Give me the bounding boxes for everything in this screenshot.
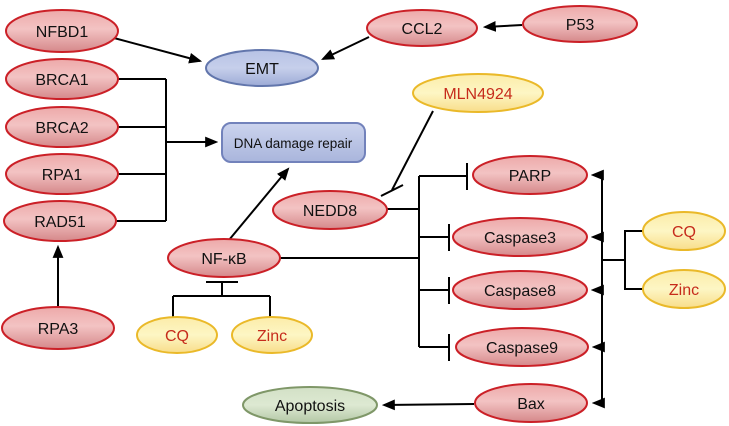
caspase3-ellipse [452, 217, 588, 257]
edge-ccl2-emt-arrow [321, 36, 370, 60]
edge-bax-apoptosis-arrow [381, 399, 475, 411]
edge-p53-ccl2-arrow [482, 21, 523, 32]
node-nedd8: NEDD8 [272, 190, 388, 230]
nodes: NFBD1 BRCA1 BRCA2 RPA1 RAD51 RPA3 EMT [1, 5, 726, 424]
nfbd1-label: NFBD1 [36, 24, 89, 41]
p53-ellipse [522, 5, 638, 43]
ddr-box [221, 122, 366, 163]
edge-cqzinc-right-bracket [602, 230, 643, 290]
cq-left-ellipse [136, 316, 218, 354]
apoptosis-ellipse [242, 386, 378, 424]
node-apoptosis: Apoptosis [242, 386, 378, 424]
caspase9-ellipse [455, 327, 589, 367]
node-nfbd1: NFBD1 [5, 9, 119, 53]
zinc-right-label: Zinc [669, 282, 699, 299]
ddr-label: DNA damage repair [234, 136, 353, 151]
node-parp: PARP [472, 155, 588, 195]
caspase8-label: Caspase8 [484, 283, 556, 300]
caspase9-label: Caspase9 [486, 340, 558, 357]
rpa1-ellipse [5, 153, 119, 195]
mln4924-label: MLN4924 [443, 86, 512, 103]
parp-label: PARP [509, 168, 551, 185]
zinc-right-ellipse [642, 269, 726, 309]
node-caspase9: Caspase9 [455, 327, 589, 367]
p53-label: P53 [566, 17, 595, 34]
edges [52, 21, 643, 411]
apoptosis-label: Apoptosis [275, 398, 345, 415]
nedd8-ellipse [272, 190, 388, 230]
node-dna-damage-repair: DNA damage repair [221, 122, 366, 163]
node-nfkb: NF-κB [167, 238, 281, 278]
node-cq-left: CQ [136, 316, 218, 354]
node-zinc-left: Zinc [231, 316, 313, 354]
brca2-ellipse [5, 106, 119, 148]
nfbd1-ellipse [5, 9, 119, 53]
edge-nfkb-ddr-arrow [228, 167, 290, 241]
bax-label: Bax [517, 396, 545, 413]
ccl2-ellipse [366, 9, 478, 47]
ccl2-label: CCL2 [402, 21, 443, 38]
rpa1-label: RPA1 [42, 167, 83, 184]
node-brca1: BRCA1 [5, 58, 119, 100]
bax-ellipse [474, 383, 588, 423]
nfkb-label: NF-κB [201, 251, 246, 268]
emt-ellipse [205, 49, 319, 87]
rpa3-label: RPA3 [38, 321, 79, 338]
edge-inhibition-bracket-tbars [418, 163, 468, 361]
edge-mln4924-nedd8-inhibit [380, 110, 434, 197]
node-rad51: RAD51 [3, 200, 117, 242]
caspase3-label: Caspase3 [484, 230, 556, 247]
nedd8-label: NEDD8 [303, 203, 357, 220]
brca1-ellipse [5, 58, 119, 100]
cq-left-label: CQ [165, 328, 189, 345]
brca1-label: BRCA1 [35, 72, 88, 89]
node-p53: P53 [522, 5, 638, 43]
nfkb-ellipse [167, 238, 281, 278]
node-brca2: BRCA2 [5, 106, 119, 148]
node-mln4924: MLN4924 [412, 73, 544, 113]
node-emt: EMT [205, 49, 319, 87]
node-zinc-right: Zinc [642, 269, 726, 309]
node-caspase8: Caspase8 [452, 270, 588, 310]
brca2-label: BRCA2 [35, 120, 88, 137]
cq-right-label: CQ [672, 224, 696, 241]
node-rpa3: RPA3 [1, 306, 115, 350]
rad51-ellipse [3, 200, 117, 242]
edge-nfbd1-emt-arrow [113, 37, 203, 64]
emt-label: EMT [245, 61, 279, 78]
node-cq-right: CQ [642, 211, 726, 251]
edge-genes-bracket [114, 78, 167, 222]
zinc-left-label: Zinc [257, 328, 287, 345]
caspase8-ellipse [452, 270, 588, 310]
node-ccl2: CCL2 [366, 9, 478, 47]
mln4924-ellipse [412, 73, 544, 113]
node-caspase3: Caspase3 [452, 217, 588, 257]
rad51-label: RAD51 [34, 214, 86, 231]
rpa3-ellipse [1, 306, 115, 350]
edge-cqzinc-nfkb-inhibit [172, 281, 271, 317]
zinc-left-ellipse [231, 316, 313, 354]
parp-ellipse [472, 155, 588, 195]
node-bax: Bax [474, 383, 588, 423]
cq-right-ellipse [642, 211, 726, 251]
node-rpa1: RPA1 [5, 153, 119, 195]
